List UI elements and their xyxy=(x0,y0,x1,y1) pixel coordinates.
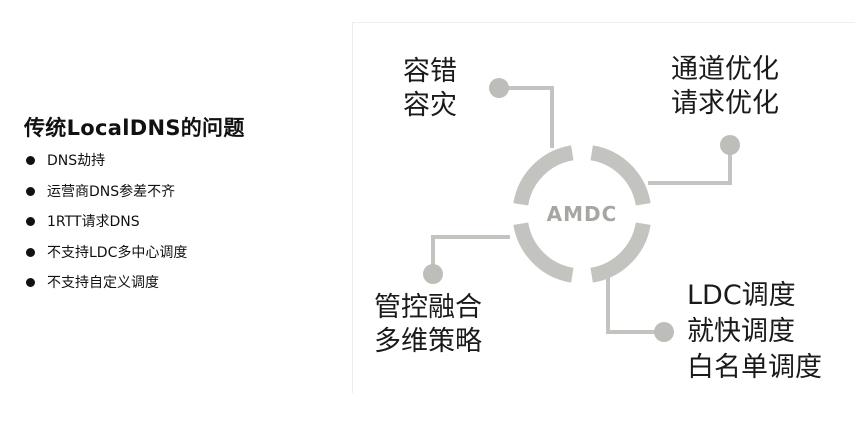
center-label: AMDC xyxy=(547,202,618,226)
connector-bottom-left xyxy=(431,235,510,274)
bullet-icon xyxy=(26,247,35,257)
node-label-line: 容灾 xyxy=(403,90,457,121)
node-dot-top-right xyxy=(720,135,740,155)
node-label-top-right: 通道优化 请求优化 xyxy=(671,53,779,121)
node-label-line: 白名单调度 xyxy=(687,352,822,383)
ring-segment-top-right xyxy=(590,145,651,206)
list-item: 不支持自定义调度 xyxy=(26,272,187,303)
list-item: 不支持LDC多中心调度 xyxy=(26,242,187,273)
bullet-icon xyxy=(26,186,35,196)
node-label-bottom-left: 管控融合 多维策略 xyxy=(374,291,482,359)
amdc-diagram: AMDC 容错 容灾 通道优化 请求优化 管控融合 多维策略 LDC调度 就快调… xyxy=(352,22,855,393)
issue-text: DNS劫持 xyxy=(47,153,106,169)
issue-text: 不支持自定义调度 xyxy=(47,275,159,291)
issue-text: 运营商DNS参差不齐 xyxy=(47,183,176,200)
node-label-top-left: 容错 容灾 xyxy=(403,55,457,123)
node-label-line: 就快调度 xyxy=(687,316,795,347)
node-label-bottom-right: LDC调度 就快调度 白名单调度 xyxy=(687,278,822,386)
node-label-line: 管控融合 xyxy=(374,292,482,323)
node-label-line: 多维策略 xyxy=(374,326,482,357)
node-label-line: 容错 xyxy=(403,56,457,87)
section-title: 传统LocalDNS的问题 xyxy=(24,116,245,140)
amdc-diagram-graphic: AMDC xyxy=(423,78,740,342)
list-item: DNS劫持 xyxy=(26,150,187,181)
ring-segment-bottom-right xyxy=(590,222,651,283)
node-dot-bottom-left xyxy=(423,264,443,284)
node-label-line: LDC调度 xyxy=(687,280,796,311)
connector-top-left xyxy=(499,86,554,148)
bullet-icon xyxy=(26,278,35,287)
node-label-line: 通道优化 xyxy=(671,54,779,85)
issue-text: 不支持LDC多中心调度 xyxy=(47,244,188,261)
connector-bottom-right xyxy=(606,273,664,334)
list-item: 运营商DNS参差不齐 xyxy=(26,181,187,212)
node-label-line: 请求优化 xyxy=(671,88,779,119)
connector-top-right xyxy=(648,148,732,185)
bullet-icon xyxy=(26,217,35,226)
node-dot-top-left xyxy=(489,78,509,98)
node-dot-bottom-right xyxy=(654,322,674,342)
list-item: 1RTT请求DNS xyxy=(26,211,187,242)
bullet-icon xyxy=(26,156,35,165)
issue-text: 1RTT请求DNS xyxy=(47,214,140,230)
ring-segment-top-left xyxy=(513,145,574,206)
issue-list: DNS劫持 运营商DNS参差不齐 1RTT请求DNS 不支持LDC多中心调度 不… xyxy=(26,150,187,303)
ring-segment-bottom-left xyxy=(513,222,574,283)
